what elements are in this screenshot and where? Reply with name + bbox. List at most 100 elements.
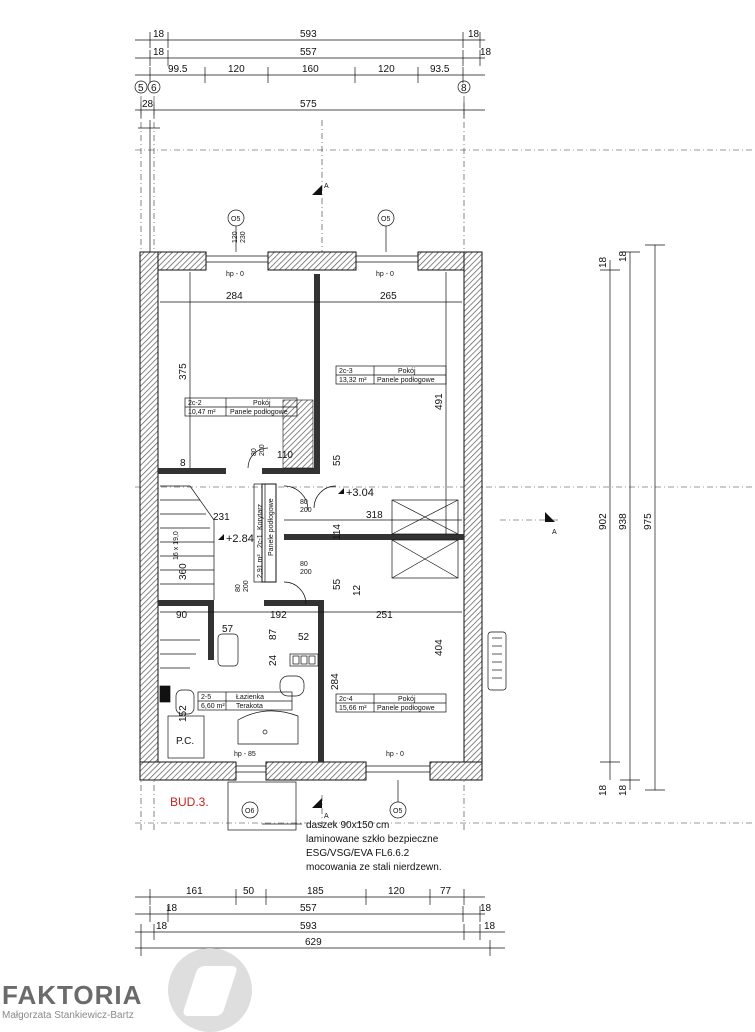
svg-text:318: 318	[366, 510, 383, 521]
svg-text:77: 77	[440, 886, 452, 897]
svg-text:13,32 m²: 13,32 m²	[339, 377, 367, 384]
svg-text:18: 18	[618, 784, 629, 796]
svg-text:Łazienka: Łazienka	[236, 694, 264, 701]
svg-text:265: 265	[380, 291, 397, 302]
axis-8-marker	[457, 80, 471, 94]
svg-text:18: 18	[480, 903, 492, 914]
section-marker-bottom: A	[312, 795, 329, 830]
svg-text:Panele podłogowe: Panele podłogowe	[377, 705, 435, 712]
svg-text:Panele podłogowe: Panele podłogowe	[268, 498, 275, 556]
dim-top-r1-b: 593	[300, 29, 317, 40]
svg-text:52: 52	[298, 632, 310, 643]
svg-text:O5: O5	[381, 216, 390, 223]
svg-text:18: 18	[598, 784, 609, 796]
svg-text:24: 24	[268, 654, 279, 666]
hp-bottom: hp - 0	[386, 751, 404, 758]
dim-top-r3-e: 93.5	[430, 64, 450, 75]
svg-text:+3.04: +3.04	[346, 487, 374, 499]
door-swings	[247, 447, 337, 605]
svg-text:120230: 120230	[232, 231, 247, 243]
svg-text:975: 975	[643, 513, 654, 530]
window-tag-bath: O6 hp - 85	[227, 751, 297, 831]
bottom-dimension-chains: 161 50 185 120 77 18 557 18 18 593 18 62…	[135, 886, 505, 956]
svg-text:Terakota: Terakota	[236, 703, 263, 710]
axis-5-marker	[134, 80, 148, 94]
svg-text:A: A	[324, 813, 329, 820]
bathroom-fixtures	[159, 633, 319, 759]
svg-text:6,60 m²: 6,60 m²	[201, 703, 225, 710]
svg-text:+2.84: +2.84	[226, 533, 254, 545]
window-tag-bottom: O5 hp - 0	[386, 751, 407, 819]
svg-text:O5: O5	[231, 216, 240, 223]
axis-6-label: 6	[151, 83, 157, 94]
svg-text:185: 185	[307, 886, 324, 897]
right-dimensions: 902 938 975 18 18 18 18	[598, 244, 665, 796]
svg-text:laminowane szkło bezpieczne: laminowane szkło bezpieczne	[306, 834, 439, 845]
pc-label: P.C.	[176, 736, 194, 747]
svg-text:938: 938	[618, 513, 629, 530]
canopy-note: daszek 90x150 cm laminowane szkło bezpie…	[262, 820, 442, 873]
top-dimension-chains: 18 593 18 18 557 18 99.5 120 160 120 93.…	[134, 29, 755, 830]
svg-text:491: 491	[434, 393, 445, 410]
dim-top-r4-b: 575	[300, 99, 317, 110]
svg-text:A: A	[324, 183, 329, 190]
dim-top-r3-d: 120	[378, 64, 395, 75]
dim-top-r3-b: 120	[228, 64, 245, 75]
dim-top-r2-b: 557	[300, 47, 317, 58]
svg-text:114: 114	[332, 524, 343, 540]
svg-text:18: 18	[156, 921, 168, 932]
dim-top-r2-a: 18	[153, 47, 165, 58]
exterior-walls	[139, 251, 483, 781]
svg-text:15,66 m²: 15,66 m²	[339, 705, 367, 712]
axis-8-label: 8	[461, 83, 467, 94]
svg-text:284: 284	[226, 291, 243, 302]
svg-text:55: 55	[332, 454, 343, 466]
svg-text:231: 231	[213, 512, 230, 523]
svg-text:12: 12	[352, 584, 363, 596]
section-marker-top: A	[312, 120, 329, 260]
svg-text:Pokój: Pokój	[253, 400, 271, 407]
interior-walls	[158, 274, 464, 762]
dim-top-r3-a: 99.5	[168, 64, 188, 75]
svg-text:192: 192	[270, 610, 287, 621]
svg-text:2c-4: 2c-4	[339, 696, 353, 703]
svg-text:daszek 90x150 cm: daszek 90x150 cm	[306, 820, 389, 831]
svg-text:Panele podłogowe: Panele podłogowe	[230, 409, 288, 416]
level-marker-1: +3.04	[338, 487, 374, 499]
svg-text:A: A	[552, 529, 557, 536]
svg-text:284: 284	[330, 673, 341, 690]
axis-6-marker	[147, 80, 161, 94]
staircase	[160, 485, 215, 669]
faktoria-logo: FAKTORIA	[2, 980, 143, 1010]
faktoria-subtitle: Małgorzata Stankiewicz-Bartz	[2, 1010, 134, 1021]
svg-text:50: 50	[243, 886, 255, 897]
svg-text:2,91 m²: 2,91 m²	[257, 554, 264, 578]
svg-text:57: 57	[222, 624, 234, 635]
svg-text:ESG/VSG/EVA FL6.6.2: ESG/VSG/EVA FL6.6.2	[306, 848, 410, 859]
svg-text:629: 629	[305, 937, 322, 948]
dim-top-r2-c: 18	[480, 47, 492, 58]
svg-text:Panele podłogowe: Panele podłogowe	[377, 377, 435, 384]
room-2c-4-label: 2c-4 Pokój 15,66 m² Panele podłogowe	[335, 693, 447, 713]
svg-text:161: 161	[186, 886, 203, 897]
svg-text:Pokój: Pokój	[398, 696, 416, 703]
radiator-outside	[487, 631, 507, 691]
section-marker-right: A	[500, 512, 560, 536]
svg-text:375: 375	[178, 363, 189, 380]
hp-mid: hp - 0	[376, 271, 394, 278]
door-label-3: 80200	[235, 580, 250, 592]
svg-text:Pokój: Pokój	[398, 368, 416, 375]
interior-dimensions: 284 265 375 491 110 231 318 360 90 192 2…	[160, 272, 462, 722]
axis-5-label: 5	[138, 83, 144, 94]
room-2c-2-label: 2c-2 Pokój 10,47 m² Panele podłogowe	[184, 397, 298, 417]
dim-top-r1-c: 18	[468, 29, 480, 40]
svg-text:18: 18	[166, 903, 178, 914]
faktoria-logo-mark	[168, 948, 252, 1032]
svg-text:O5: O5	[393, 808, 402, 815]
svg-text:2c-1: 2c-1	[257, 534, 264, 548]
svg-text:2c-3: 2c-3	[339, 368, 353, 375]
svg-text:593: 593	[300, 921, 317, 932]
